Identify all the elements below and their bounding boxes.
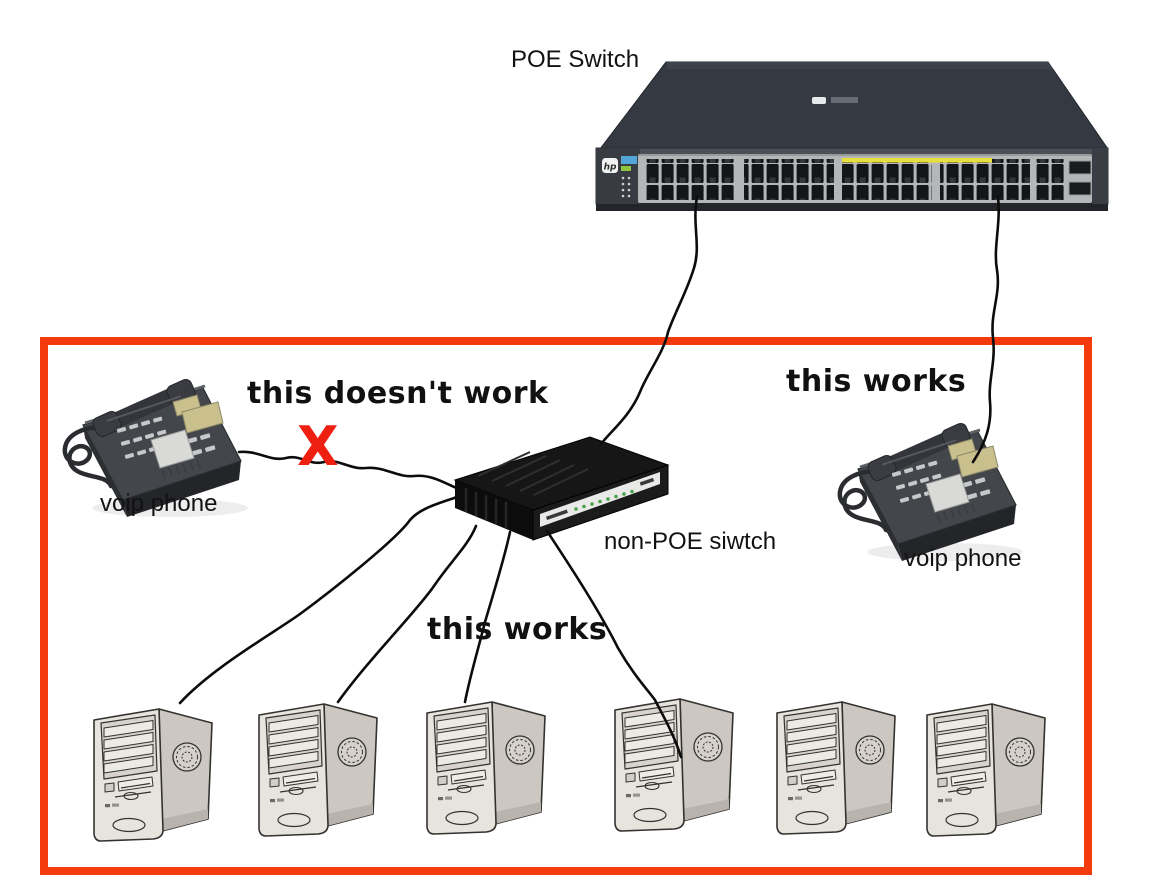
svg-text:hp: hp — [604, 163, 617, 173]
non-poe-switch-label: non-POE siwtch — [604, 528, 777, 555]
cable-nonpoe-to-computer-3 — [463, 530, 512, 704]
cable-nonpoe-to-computer-1 — [178, 495, 459, 705]
hp-logo: hp — [602, 158, 618, 173]
computer-5 — [776, 701, 896, 835]
annotation-works-right: this works — [786, 364, 967, 399]
cable-poe-to-nonpoe — [599, 195, 699, 446]
voip-phone-left-label: voip phone — [100, 490, 218, 517]
poe-switch-label: POE Switch — [511, 46, 640, 73]
poe-switch-image: hp — [595, 61, 1109, 211]
voip-phone-right-image — [840, 422, 1023, 561]
annotation-works-middle: this works — [427, 612, 608, 647]
computer-3 — [426, 701, 546, 835]
computer-2 — [258, 703, 378, 837]
computer-1 — [93, 708, 213, 842]
poe-switch-label-strip — [842, 158, 992, 163]
voip-phone-right-label: voip phone — [904, 545, 1022, 572]
non-poe-switch-image — [453, 436, 670, 541]
computer-6 — [926, 703, 1046, 837]
poe-switch-port-banks — [646, 159, 1066, 200]
sfp-slots — [1068, 160, 1092, 196]
highlight-box — [40, 337, 1092, 875]
cable-nonpoe-to-computer-2 — [336, 524, 478, 704]
x-mark: X — [297, 415, 339, 478]
cable-nonpoe-to-left-phone — [237, 450, 461, 491]
computer-4 — [614, 698, 734, 832]
annotation-doesnt-work: this doesn't work — [247, 376, 549, 411]
cable-poe-to-right-phone — [971, 195, 1000, 464]
cable-nonpoe-to-computer-4 — [545, 529, 683, 759]
